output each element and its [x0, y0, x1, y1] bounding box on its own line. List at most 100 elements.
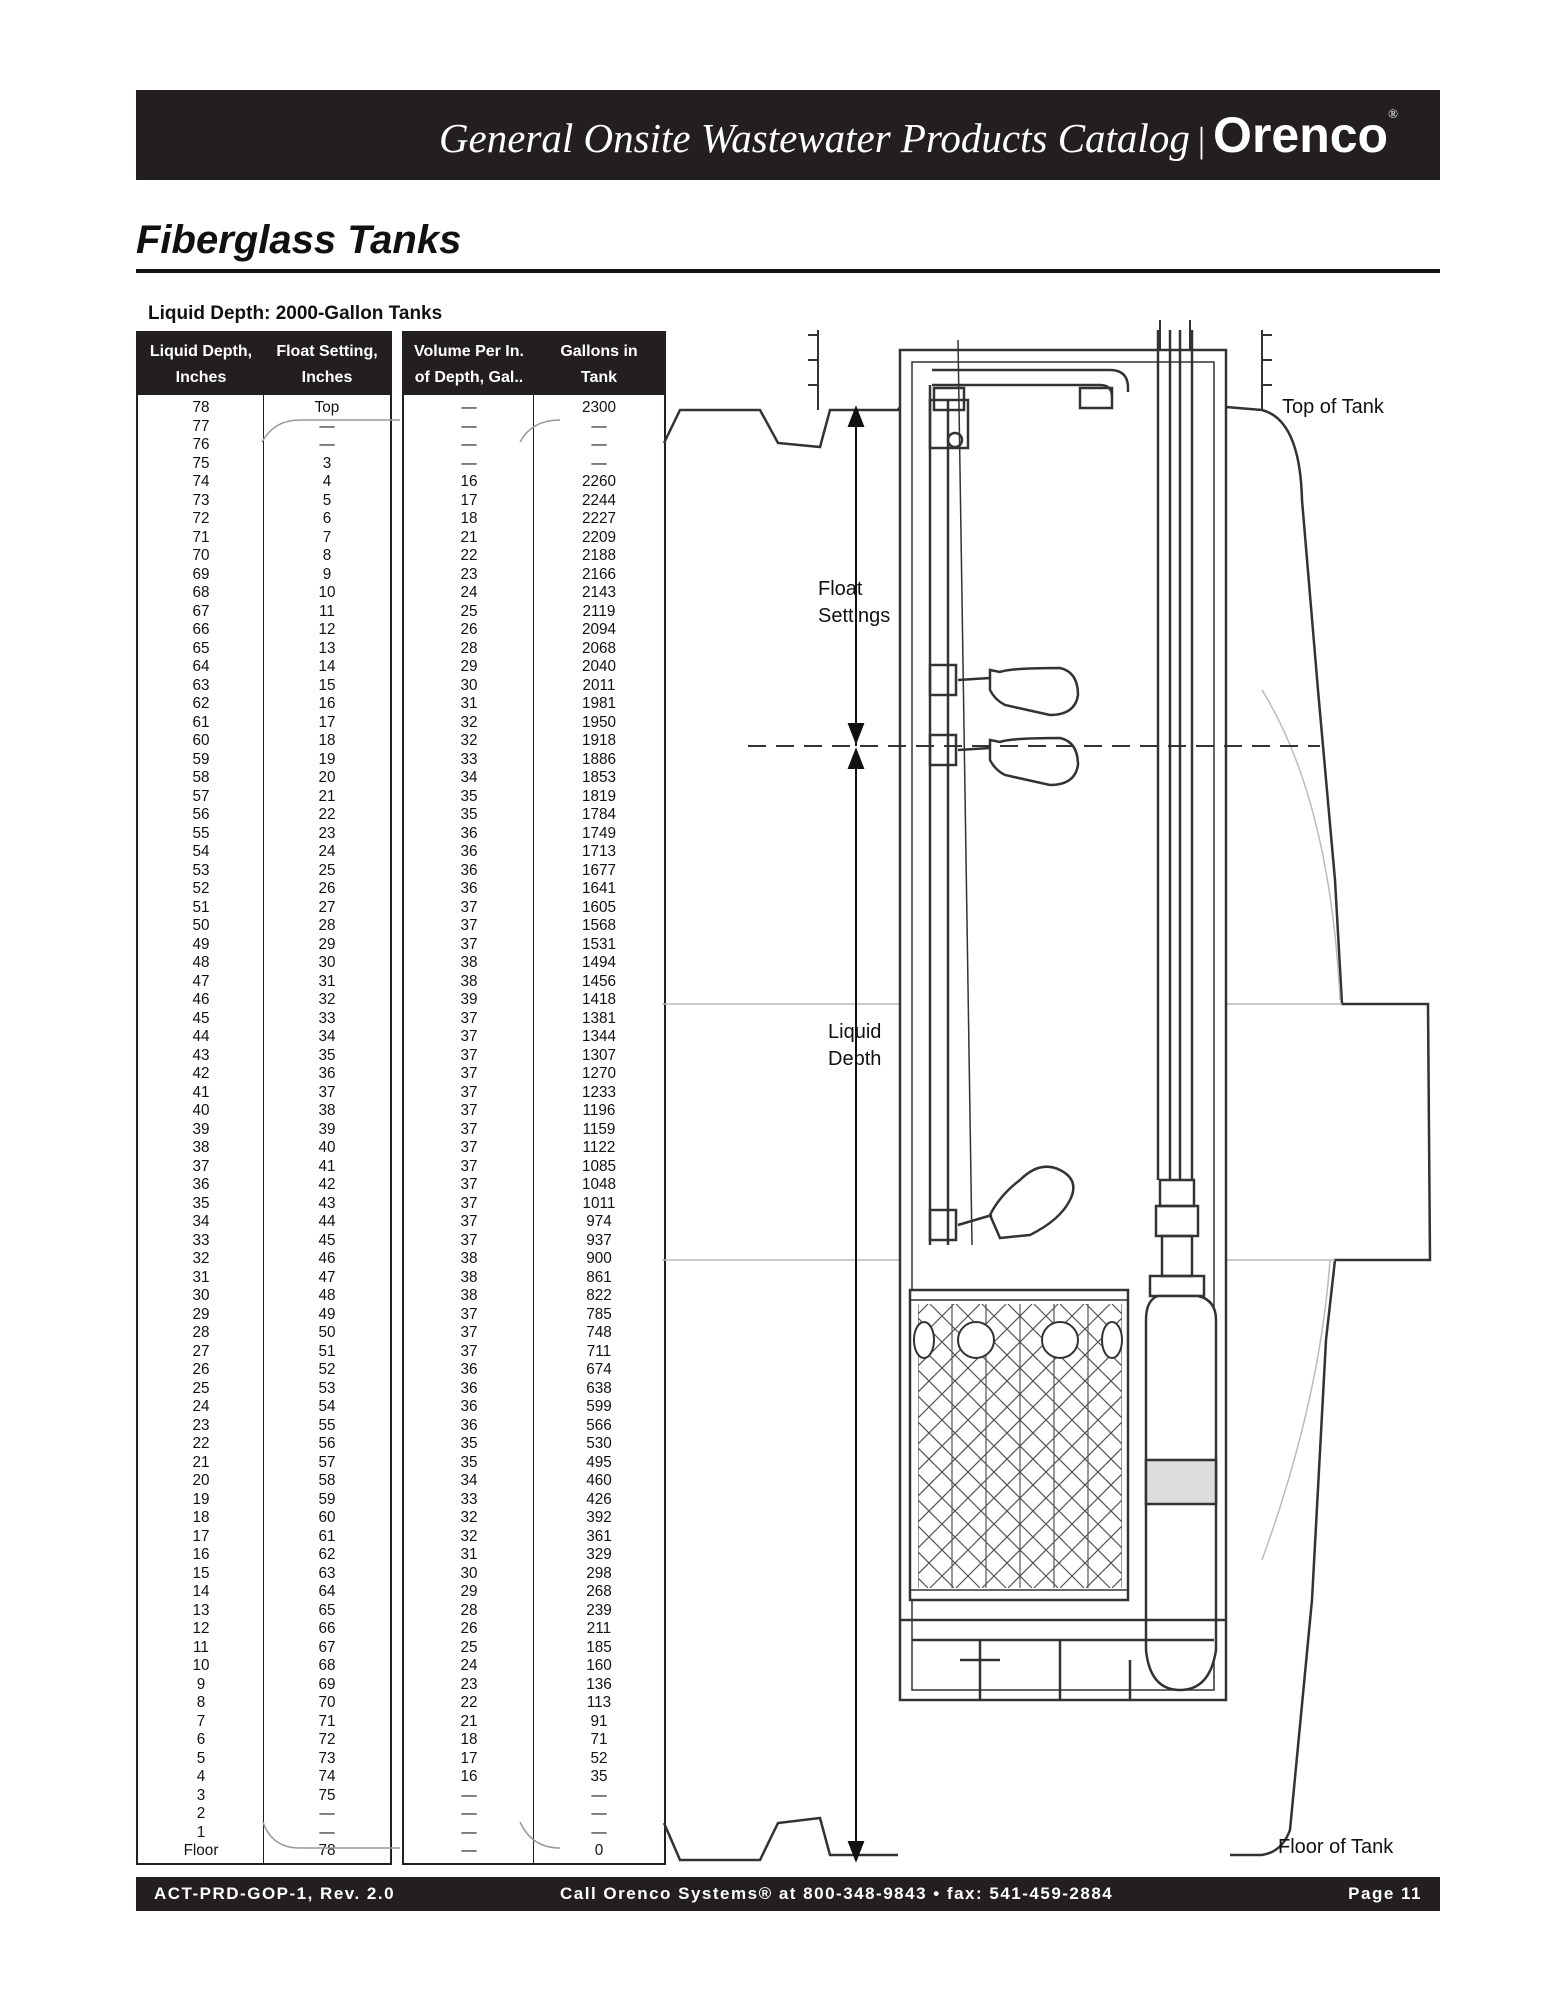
- float-setting-cell: 46: [318, 1250, 336, 1267]
- float-setting-cell: 14: [318, 658, 336, 675]
- liquid-depth-cell: 4: [196, 1768, 206, 1785]
- float-setting-cell: 26: [318, 880, 336, 897]
- volume-per-inch-cell: 24: [460, 1657, 478, 1674]
- volume-per-inch-cell: 37: [460, 1120, 478, 1138]
- liquid-depth-cell: 10: [192, 1657, 210, 1674]
- float-setting-cell: 75: [318, 1786, 336, 1804]
- floor-of-tank-label: Floor of Tank: [1278, 1836, 1394, 1858]
- liquid-depth-cell: 73: [192, 491, 210, 509]
- volume-per-inch-cell: 29: [460, 1583, 478, 1600]
- gallons-in-tank-cell: 361: [586, 1527, 612, 1545]
- liquid-depth-cell: 56: [192, 806, 210, 823]
- gallons-in-tank-cell: 1344: [581, 1028, 617, 1045]
- volume-per-inch-cell: 36: [460, 824, 478, 842]
- float-setting-cell: 20: [318, 769, 336, 786]
- gallons-in-tank-cell: 1531: [581, 935, 617, 953]
- volume-per-inch-cell: 37: [460, 1194, 478, 1212]
- liquid-depth-cell: 38: [192, 1139, 210, 1156]
- float-setting-cell: 10: [318, 584, 336, 601]
- float-setting-cell: 19: [318, 750, 336, 768]
- gallons-in-tank-cell: 1641: [581, 880, 617, 897]
- volume-per-inch-cell: 21: [460, 1712, 478, 1730]
- liquid-depth-cell: 71: [192, 528, 210, 546]
- liquid-depth-cell: 11: [193, 1638, 209, 1656]
- header-volume-per-inch: Volume Per In. of Depth, Gal..: [414, 343, 524, 386]
- float-setting-cell: 32: [318, 991, 336, 1008]
- liquid-depth-cell: 14: [192, 1583, 210, 1600]
- liquid-depth-cell: 30: [192, 1287, 210, 1304]
- volume-per-inch-cell: 36: [460, 1361, 478, 1378]
- gallons-in-tank-cell: 861: [586, 1268, 612, 1286]
- gallons-in-tank-cell: 113: [586, 1694, 612, 1711]
- liquid-depth-cell: 7: [196, 1712, 206, 1730]
- float-setting-cell: 15: [318, 676, 336, 694]
- float-setting-cell: 67: [318, 1638, 336, 1656]
- float-setting-cell: 35: [318, 1046, 336, 1064]
- liquid-depth-cell: 50: [192, 917, 210, 934]
- volume-per-inch-cell: 34: [460, 769, 478, 786]
- liquid-depth-cell: 55: [192, 824, 210, 842]
- volume-gallons-table-header: Volume Per In. of Depth, Gal.. Gallons i…: [404, 333, 664, 395]
- float-setting-cell: 28: [318, 917, 336, 934]
- volume-per-inch-cell: 17: [460, 491, 478, 509]
- float-setting-cell: 51: [318, 1342, 336, 1360]
- float-setting-cell: 78: [318, 1842, 336, 1859]
- gallons-in-tank-cell: 1418: [581, 991, 617, 1008]
- gallons-in-tank-cell: 530: [586, 1435, 612, 1452]
- gallons-in-tank-cell: 392: [586, 1509, 612, 1526]
- float-setting-cell: 58: [318, 1472, 336, 1489]
- volume-per-inch-cell: 35: [460, 787, 478, 805]
- lower-float: [988, 1165, 1075, 1240]
- gallons-in-tank-cell: 1196: [582, 1102, 616, 1119]
- gallons-in-tank-cell: 937: [586, 1231, 612, 1249]
- float-setting-cell: 21: [318, 787, 336, 805]
- page-number: Page 11: [1348, 1884, 1422, 1903]
- volume-per-inch-cell: —: [461, 454, 477, 472]
- liquid-depth-cell: 12: [192, 1620, 210, 1637]
- float-setting-cell: 74: [318, 1768, 336, 1785]
- gallons-in-tank-cell: 460: [586, 1472, 612, 1489]
- header-liquid-depth: Liquid Depth, Inches: [149, 343, 253, 386]
- float-setting-cell: 43: [318, 1194, 336, 1212]
- float-setting-cell: 29: [318, 935, 336, 953]
- float-setting-cell: 22: [318, 806, 336, 823]
- float-setting-cell: 55: [318, 1416, 336, 1434]
- liquid-depth-cell: 24: [192, 1398, 210, 1415]
- float-setting-cell: 23: [318, 824, 336, 842]
- liquid-depth-cell: 51: [192, 898, 210, 916]
- liquid-depth-cell: 22: [192, 1435, 210, 1452]
- liquid-depth-cell: 36: [192, 1176, 210, 1193]
- gallons-in-tank-cell: 748: [586, 1324, 612, 1341]
- liquid-depth-cell: 63: [192, 676, 210, 694]
- gallons-in-tank-cell: 1085: [581, 1157, 617, 1175]
- gallons-in-tank-cell: 35: [590, 1768, 608, 1785]
- liquid-depth-cell: 45: [192, 1009, 210, 1027]
- volume-per-inch-cell: 33: [460, 750, 478, 768]
- gallons-in-tank-cell: 2119: [582, 602, 616, 620]
- liquid-depth-cell: 44: [192, 1028, 210, 1045]
- page-title: Fiberglass Tanks: [136, 218, 462, 262]
- volume-per-inch-cell: 28: [460, 639, 478, 657]
- volume-per-inch-cell: 18: [460, 510, 478, 527]
- title-rule: [136, 269, 1440, 273]
- liquid-depth-cell: 64: [192, 658, 210, 675]
- float-setting-cell: Top: [314, 399, 340, 416]
- gallons-in-tank-cell: 160: [586, 1657, 612, 1674]
- volume-per-inch-cell: 23: [460, 1675, 478, 1693]
- gallons-in-tank-cell: 1048: [581, 1176, 617, 1193]
- volume-per-inch-cell: 36: [460, 880, 478, 897]
- liquid-depth-cell: 27: [192, 1342, 210, 1360]
- volume-per-inch-cell: 37: [460, 917, 478, 934]
- volume-per-inch-cell: 37: [460, 1324, 478, 1341]
- liquid-depth-cell: 1: [196, 1823, 206, 1841]
- gallons-in-tank-cell: —: [591, 454, 607, 472]
- liquid-depth-cell: 65: [192, 639, 210, 657]
- volume-per-inch-cell: 23: [460, 565, 478, 583]
- liquid-depth-cell: 76: [192, 436, 210, 453]
- liquid-depth-cell: Floor: [183, 1842, 219, 1859]
- liquid-depth-cell: 61: [192, 713, 210, 731]
- float-setting-cell: 72: [318, 1731, 336, 1748]
- volume-per-inch-cell: —: [461, 1786, 477, 1804]
- float-setting-cell: 39: [318, 1120, 336, 1138]
- doc-id: ACT-PRD-GOP-1, Rev. 2.0: [154, 1884, 396, 1903]
